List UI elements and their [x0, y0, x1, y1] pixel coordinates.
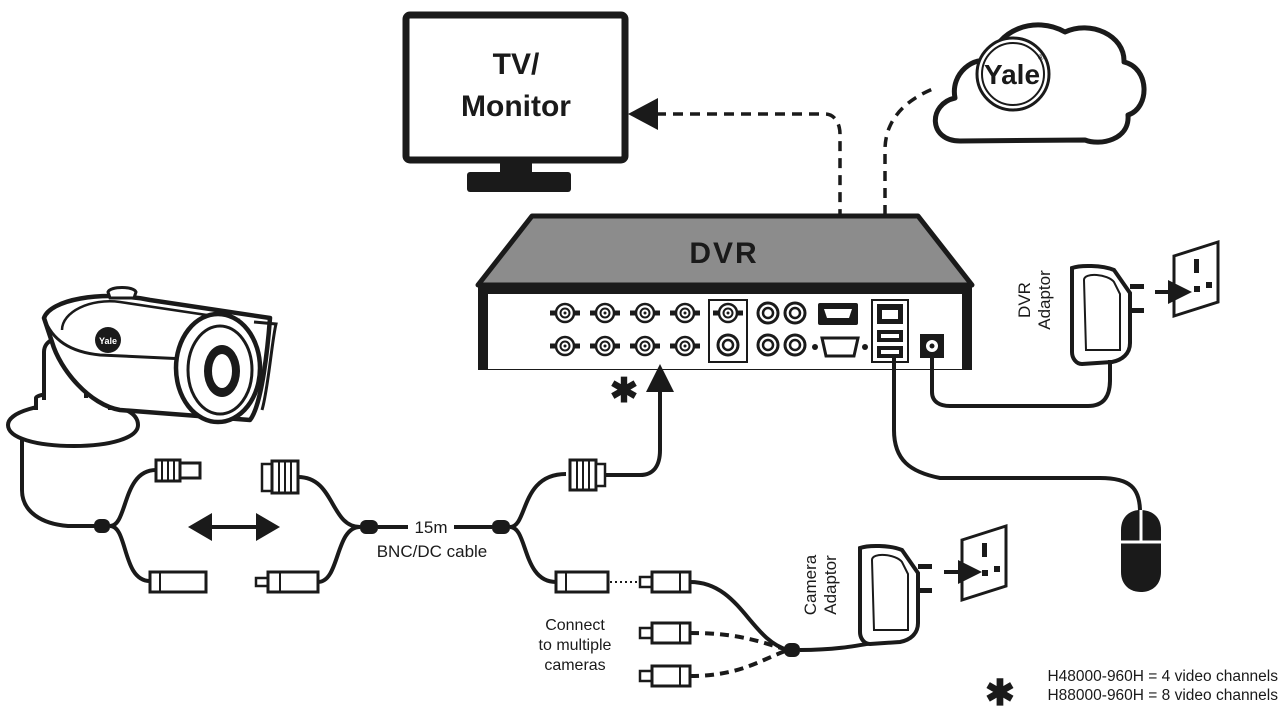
- mouse-icon: [1121, 510, 1161, 592]
- cable-dc-male-connector: [254, 570, 320, 594]
- camera-dc-female-connector: [148, 570, 208, 594]
- hdmi-port: [818, 303, 858, 325]
- dvr-adaptor-icon: [1070, 263, 1146, 366]
- registered-mark: ®: [1038, 53, 1044, 62]
- multi-camera-label-line2: to multiple: [539, 637, 612, 654]
- monitor-label-line2: Monitor: [461, 90, 571, 123]
- bnc-inputs: [548, 299, 748, 363]
- camera-adaptor-icon: [858, 543, 934, 646]
- footnote-line2: H88000-960H = 8 video channels: [1047, 687, 1278, 704]
- footnote-asterisk-icon: ✱: [985, 672, 1015, 707]
- cable-bnc-female-connector: [260, 459, 300, 495]
- cloud-brand-text: Yale: [984, 59, 1040, 90]
- dvr-label: DVR: [689, 237, 758, 270]
- arrow-to-bnc-icon: [646, 364, 674, 392]
- dvr-side-bnc-connector: [568, 458, 607, 492]
- dvr-adaptor-label-line1: DVR: [1015, 282, 1034, 318]
- asterisk-icon: ✱: [610, 372, 639, 410]
- connect-double-arrow-icon: [188, 513, 280, 541]
- wall-socket-dvr-icon: [1172, 240, 1220, 318]
- network-usb-ports: [871, 299, 909, 363]
- network-cable: [883, 86, 936, 300]
- arrow-to-socket-dvr-icon: [1168, 280, 1192, 304]
- arrow-to-socket-camera-icon: [958, 560, 982, 584]
- arrow-to-monitor-icon: [628, 98, 658, 130]
- wall-socket-camera-icon: [960, 524, 1008, 602]
- dvr-adaptor-label-line2: Adaptor: [1035, 270, 1054, 330]
- camera-badge-text: Yale: [99, 336, 117, 346]
- hdmi-cable: [656, 112, 842, 312]
- dvr-side-dc-female-connector: [554, 570, 610, 594]
- camera-bnc-male-connector: [154, 458, 202, 483]
- mouse-cable: [892, 358, 1142, 513]
- power-dc-male-connector-2: [638, 621, 692, 645]
- cable-type-label: BNC/DC cable: [377, 542, 488, 561]
- tv-monitor-icon: [402, 11, 629, 192]
- video-cable-to-dvr: [605, 392, 662, 477]
- power-dc-male-connector-1: [638, 570, 692, 594]
- camera-tail-cable: [20, 440, 100, 528]
- camera-adaptor-label-line1: Camera: [801, 554, 820, 615]
- dvr-power-cable: [930, 358, 1112, 408]
- camera-icon: [5, 286, 278, 449]
- dc-power-port: [920, 334, 944, 358]
- camera-adaptor-label-line2: Adaptor: [821, 555, 840, 615]
- footnote-line1: H48000-960H = 4 video channels: [1047, 668, 1278, 685]
- vga-port: [812, 336, 868, 358]
- cable-length-label: 15m: [414, 518, 447, 537]
- power-dc-male-connector-3: [638, 664, 692, 688]
- monitor-label-line1: TV/: [493, 48, 540, 81]
- multi-camera-label-line3: cameras: [544, 657, 605, 674]
- multi-camera-label-line1: Connect: [545, 617, 605, 634]
